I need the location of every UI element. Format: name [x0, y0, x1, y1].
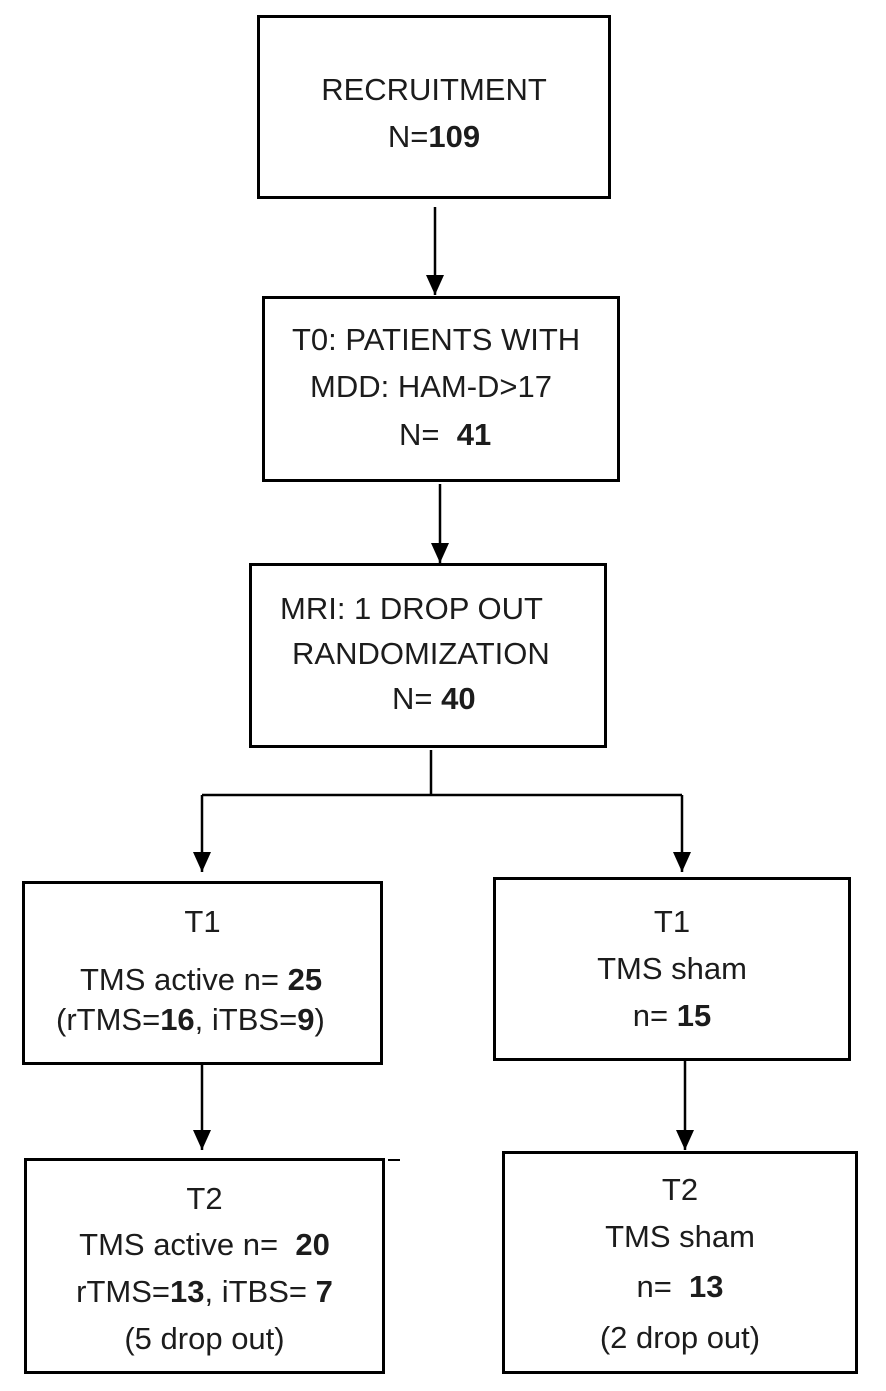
arrow-recruitment-to-t0-head	[426, 275, 444, 295]
t2-active-rtms-prefix: rTMS=	[76, 1274, 170, 1309]
t2-active-dropout: (5 drop out)	[124, 1321, 285, 1356]
t0-n-value: 41	[456, 417, 492, 452]
t2-active-rtms-value: 13	[170, 1274, 205, 1309]
t2-active-label: TMS active n=	[79, 1227, 279, 1262]
t2-active-itbs-prefix: , iTBS=	[204, 1274, 307, 1309]
t0-n-prefix: N=	[399, 417, 440, 452]
recruitment-n-prefix: N=	[387, 119, 429, 154]
t1-sham-n-prefix: n=	[632, 998, 669, 1033]
t1-active-detail-close: )	[314, 1002, 325, 1037]
t0-line1: T0: PATIENTS WITH	[292, 322, 581, 357]
recruitment-n-value: 109	[428, 119, 481, 154]
mri-line2: RANDOMIZATION	[292, 636, 550, 671]
t2-active-itbs-value: 7	[315, 1274, 333, 1309]
t2-sham-n-value: 13	[689, 1269, 724, 1304]
t2-active-title: T2	[186, 1181, 223, 1216]
t0-line2: MDD: HAM-D>17	[310, 369, 553, 404]
t2-active-n-value: 20	[295, 1227, 330, 1262]
t1-sham-box: T1 TMS sham n= 15	[493, 877, 851, 1061]
arrow-to-t1-active-head	[193, 852, 211, 872]
t1-active-n-value: 25	[287, 962, 323, 997]
t0-box: T0: PATIENTS WITH MDD: HAM-D>17 N= 41	[262, 296, 620, 482]
arrow-t0-to-mri-head	[431, 543, 449, 563]
t1-active-detail-open: (rTMS=	[56, 1002, 161, 1037]
t1-active-rtms-value: 16	[160, 1002, 195, 1037]
t1-active-itbs-value: 9	[297, 1002, 315, 1037]
t1-active-title: T1	[184, 904, 221, 939]
mri-randomization-box: MRI: 1 DROP OUT RANDOMIZATION N= 40	[249, 563, 607, 748]
t1-sham-label: TMS sham	[597, 951, 747, 986]
t2-sham-n-prefix: n=	[636, 1269, 672, 1304]
t1-active-label: TMS active n=	[80, 962, 279, 997]
t1-active-box: T1 TMS active n= 25 (rTMS=16, iTBS=9)	[22, 881, 383, 1065]
arrow-t1-active-to-t2-active-head	[193, 1130, 211, 1150]
mri-n-value: 40	[441, 681, 476, 716]
t1-sham-title: T1	[653, 904, 691, 939]
mri-n-prefix: N=	[392, 681, 433, 716]
t2-sham-title: T2	[661, 1172, 699, 1207]
arrow-t1-sham-to-t2-sham-head	[676, 1130, 694, 1150]
mri-line1: MRI: 1 DROP OUT	[280, 591, 543, 626]
t2-sham-label: TMS sham	[605, 1219, 755, 1254]
t2-sham-dropout: (2 drop out)	[599, 1320, 761, 1355]
t1-sham-n-value: 15	[676, 998, 712, 1033]
t2-sham-box: T2 TMS sham n= 13 (2 drop out)	[502, 1151, 858, 1374]
recruitment-title: RECRUITMENT	[321, 72, 547, 107]
arrow-to-t1-sham-head	[673, 852, 691, 872]
recruitment-box: RECRUITMENT N=109	[257, 15, 611, 199]
t2-active-box: T2 TMS active n= 20 rTMS=13, iTBS= 7 (5 …	[24, 1158, 385, 1374]
t1-active-detail-mid: , iTBS=	[194, 1002, 298, 1037]
